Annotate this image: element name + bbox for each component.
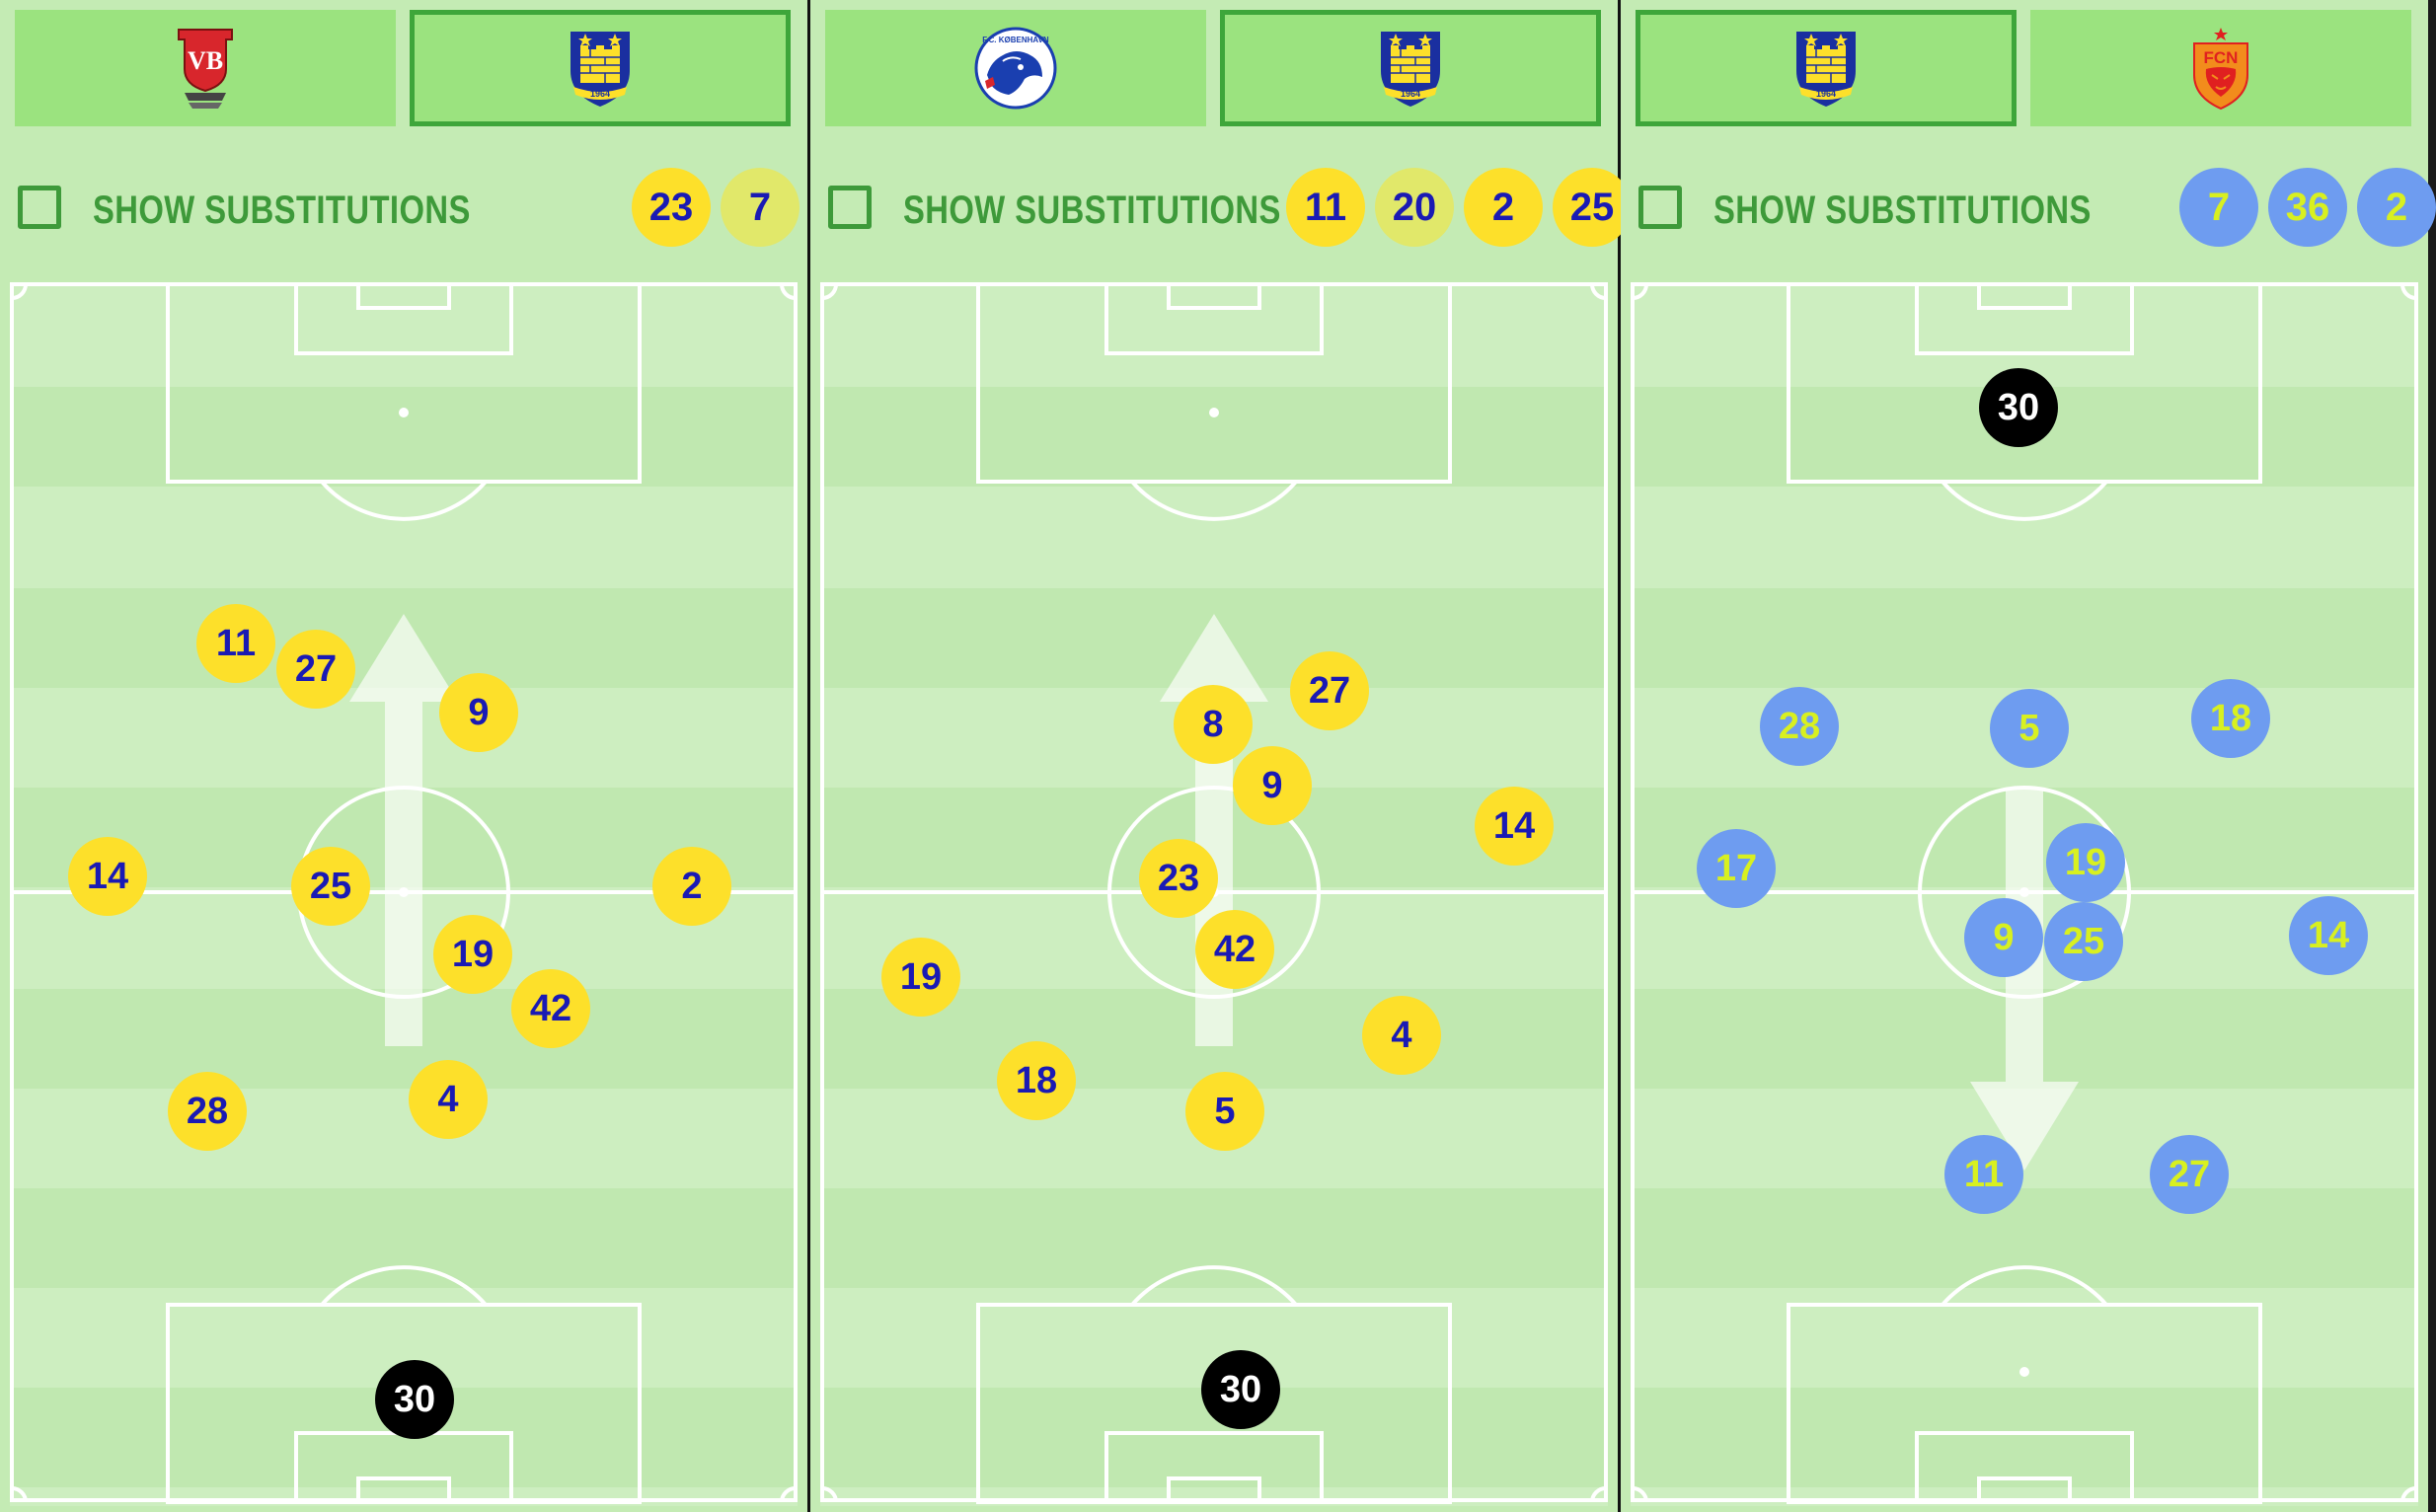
svg-text:F.C. KØBENHAVN: F.C. KØBENHAVN [982,36,1049,44]
player-marker[interactable]: 27 [1290,651,1369,730]
fcn-crest-icon: FCN [2193,28,2248,111]
substitute-chip[interactable]: 7 [721,168,799,247]
substitute-chip[interactable]: 25 [1553,168,1632,247]
vejle-crest-icon: VB [178,29,233,109]
player-marker[interactable]: 27 [276,630,355,709]
player-marker[interactable]: 4 [409,1060,488,1139]
show-substitutions-checkbox[interactable] [18,186,61,229]
brondby-crest-icon: 1964 [1796,32,1856,107]
player-marker[interactable]: 8 [1174,685,1253,764]
player-marker[interactable]: 19 [881,938,960,1017]
player-marker[interactable]: 25 [2044,902,2123,981]
player-marker[interactable]: 27 [2150,1135,2229,1214]
substitutions-row: SHOW SUBSTITUTIONS 11 20 2 25 [828,168,1632,257]
brondby-crest-icon: 1964 [1381,32,1440,107]
pitch-markings [1631,282,2418,1506]
substitutions-row: SHOW SUBSTITUTIONS 23 7 [18,168,807,257]
show-substitutions-label: SHOW SUBSTITUTIONS [93,189,471,232]
player-marker[interactable]: 42 [511,969,590,1048]
goalkeeper-marker[interactable]: 30 [1201,1350,1280,1429]
show-substitutions-checkbox[interactable] [1638,186,1682,229]
player-marker[interactable]: 25 [291,847,370,926]
svg-text:VB: VB [188,46,223,75]
svg-text:1964: 1964 [590,89,610,99]
player-marker[interactable]: 18 [997,1041,1076,1120]
player-marker[interactable]: 14 [68,837,147,916]
substitute-chip[interactable]: 23 [632,168,711,247]
player-marker[interactable]: 19 [2046,823,2125,902]
svg-text:FCN: FCN [2204,48,2239,67]
match-panel-2: F.C. KØBENHAVN 1964 SHOW SUBSTITUTIONS 1… [810,0,1632,1512]
team-tab-brondby[interactable]: 1964 [410,10,791,126]
player-marker[interactable]: 42 [1195,910,1274,989]
substitutions-row: SHOW SUBSTITUTIONS 7 36 2 [1638,168,2436,257]
attack-direction-arrow-icon [1970,788,2079,1171]
team-tab-brondby[interactable]: 1964 [1636,10,2017,126]
match-panel-3: 1964 FCN SHOW SUBSTITUTIONS 7 36 2 [1621,0,2436,1512]
player-marker[interactable]: 28 [168,1072,247,1151]
player-marker[interactable]: 11 [1944,1135,2023,1214]
player-marker[interactable]: 2 [652,847,731,926]
match-panel-1: VB 1964 SHOW SUBSTITUTIONS 23 [0,0,807,1512]
player-marker[interactable]: 18 [2191,679,2270,758]
goalkeeper-marker[interactable]: 30 [1979,368,2058,447]
player-marker[interactable]: 5 [1185,1072,1264,1151]
attack-direction-arrow-icon [1160,614,1268,1046]
pitch: 11 27 9 14 25 2 19 42 28 4 30 [10,282,798,1506]
team-tab-fcn[interactable]: FCN [2030,10,2411,126]
brondby-crest-icon: 1964 [571,32,630,107]
show-substitutions-label: SHOW SUBSTITUTIONS [903,189,1281,232]
player-marker[interactable]: 4 [1362,996,1441,1075]
player-marker[interactable]: 19 [433,915,512,994]
player-marker[interactable]: 11 [196,604,275,683]
team-tab-vejle[interactable]: VB [15,10,396,126]
substitute-chip[interactable]: 2 [2357,168,2436,247]
fck-crest-icon: F.C. KØBENHAVN [974,27,1057,110]
substitute-chip[interactable]: 20 [1375,168,1454,247]
player-marker[interactable]: 9 [439,673,518,752]
show-substitutions-checkbox[interactable] [828,186,872,229]
attack-direction-arrow-icon [349,614,458,1046]
player-marker[interactable]: 23 [1139,839,1218,918]
team-tab-brondby[interactable]: 1964 [1220,10,1601,126]
player-marker[interactable]: 14 [1475,787,1554,866]
substitute-chip[interactable]: 11 [1286,168,1365,247]
player-marker[interactable]: 14 [2289,896,2368,975]
player-marker[interactable]: 5 [1990,689,2069,768]
substitute-chip[interactable]: 2 [1464,168,1543,247]
svg-text:1964: 1964 [1816,89,1836,99]
player-marker[interactable]: 28 [1760,687,1839,766]
pitch: 30 28 5 18 17 19 9 25 14 11 27 [1631,282,2418,1506]
player-marker[interactable]: 9 [1233,746,1312,825]
substitute-chip[interactable]: 36 [2268,168,2347,247]
pitch: 8 27 9 14 23 42 19 4 18 5 30 [820,282,1608,1506]
team-tab-fck[interactable]: F.C. KØBENHAVN [825,10,1206,126]
svg-text:1964: 1964 [1401,89,1420,99]
player-marker[interactable]: 9 [1964,898,2043,977]
show-substitutions-label: SHOW SUBSTITUTIONS [1713,189,2092,232]
player-marker[interactable]: 17 [1697,829,1776,908]
substitute-chip[interactable]: 7 [2179,168,2258,247]
goalkeeper-marker[interactable]: 30 [375,1360,454,1439]
